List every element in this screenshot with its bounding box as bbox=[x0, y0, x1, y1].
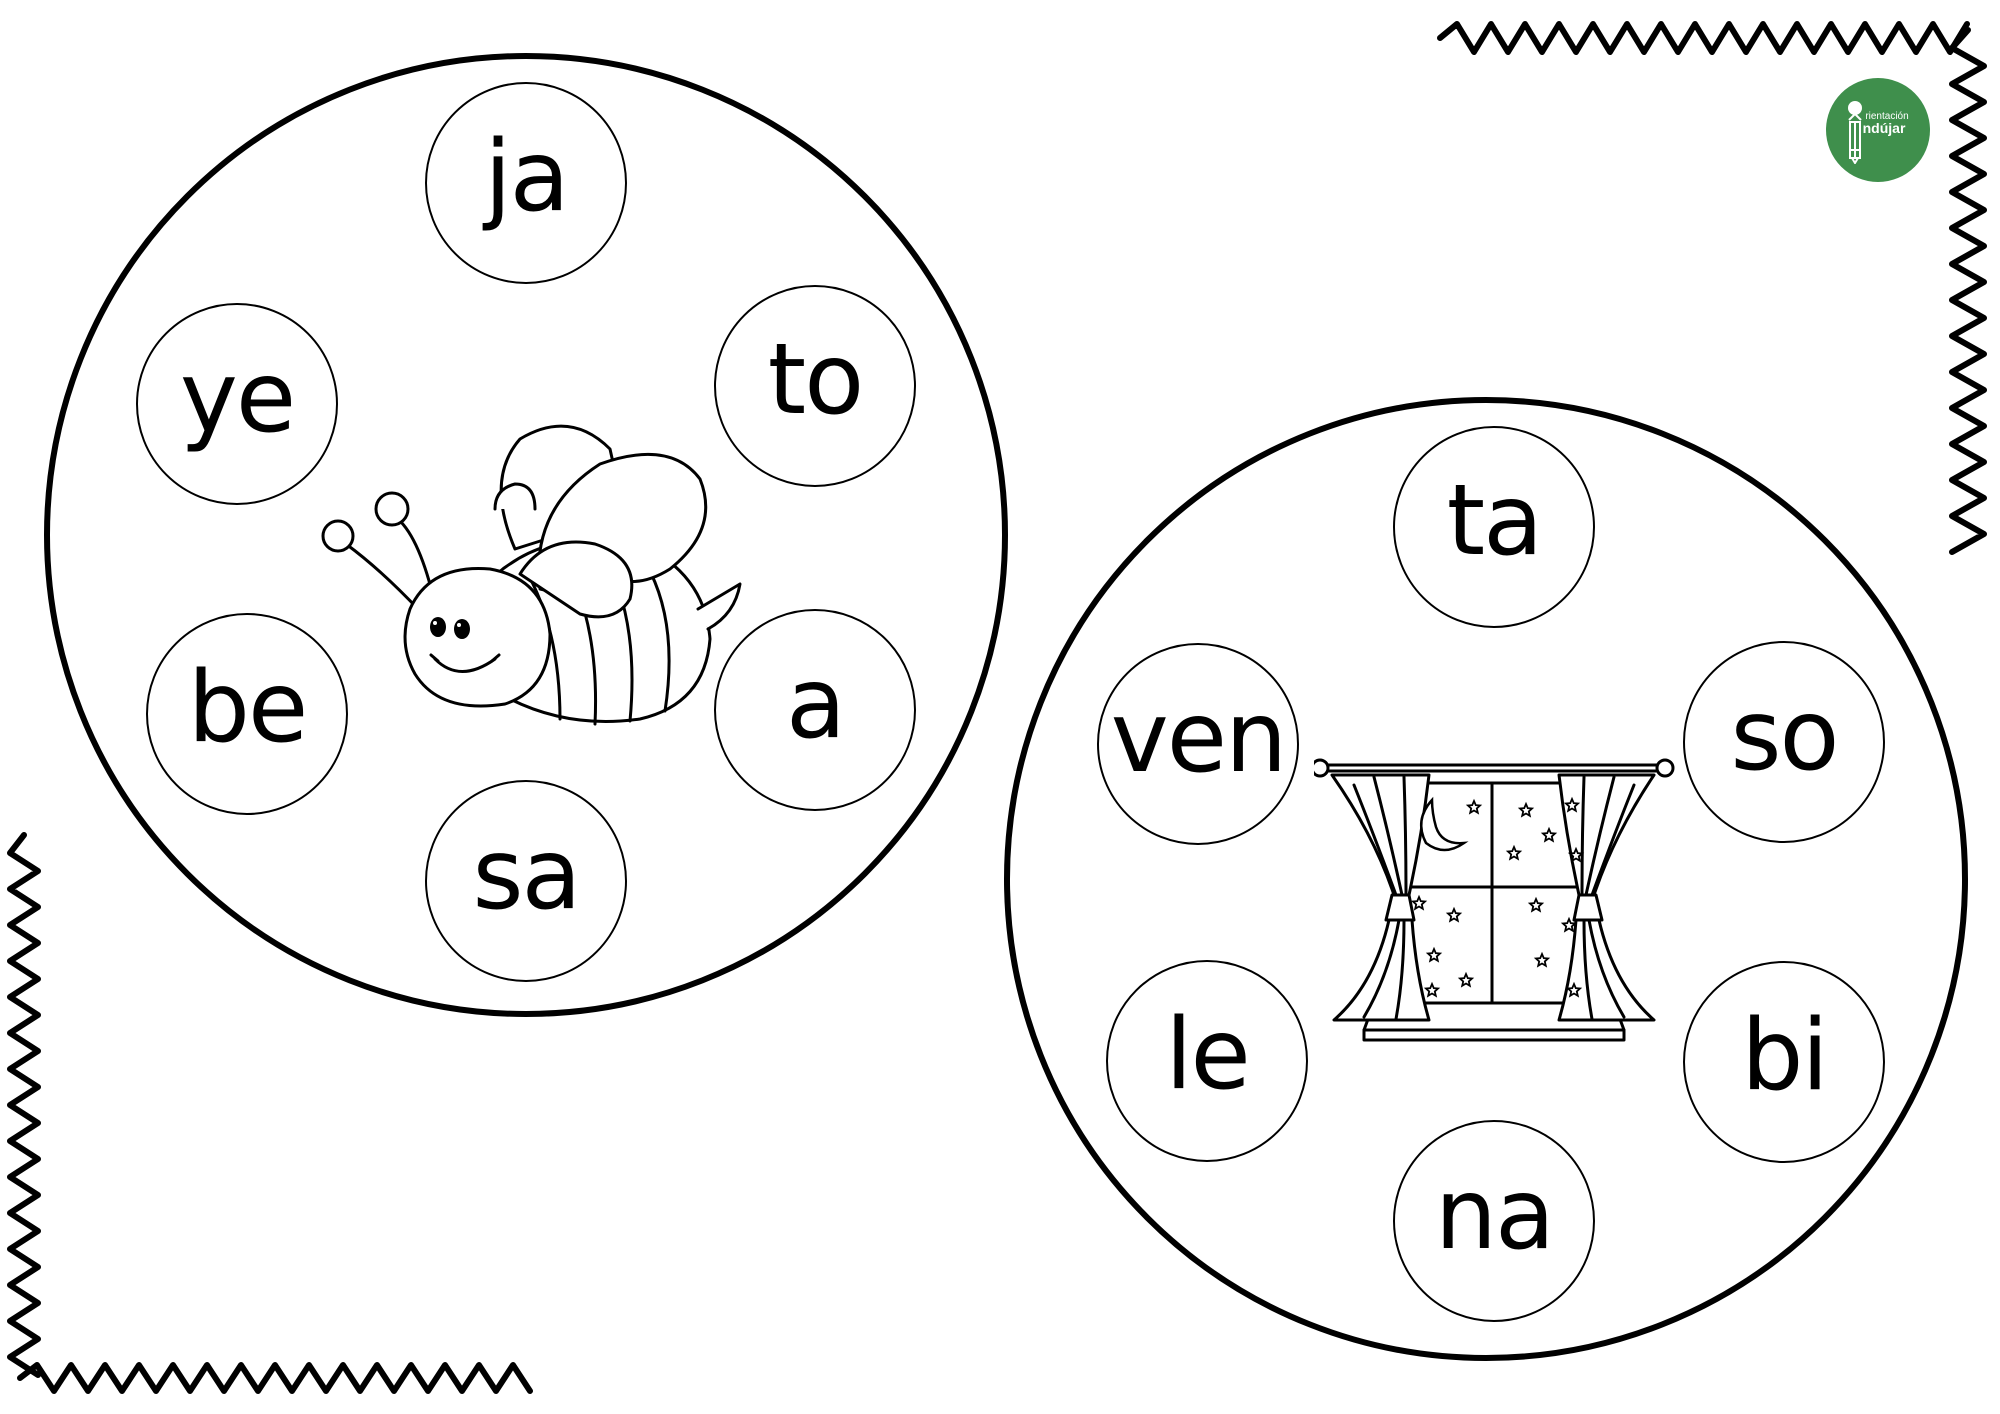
syllable-circle[interactable]: to bbox=[714, 285, 916, 487]
star-icon bbox=[1423, 981, 1441, 998]
star-icon bbox=[1567, 846, 1585, 863]
bee-icon bbox=[321, 424, 742, 726]
syllable-circle[interactable]: a bbox=[714, 609, 916, 811]
syllable-circle[interactable]: sa bbox=[425, 780, 627, 982]
syllable-circle[interactable]: ta bbox=[1393, 426, 1595, 628]
star-icon bbox=[1445, 906, 1463, 923]
star-icon bbox=[1465, 798, 1483, 815]
syllable-circle[interactable]: na bbox=[1393, 1120, 1595, 1322]
star-icon bbox=[1517, 801, 1535, 818]
syllable-circle[interactable]: ven bbox=[1097, 643, 1299, 845]
star-icon bbox=[1565, 981, 1583, 998]
star-icon bbox=[1560, 916, 1578, 933]
star-icon bbox=[1527, 896, 1545, 913]
syllable-circle[interactable]: bi bbox=[1683, 961, 1885, 1163]
syllable-circle[interactable]: ye bbox=[136, 303, 338, 505]
star-icon bbox=[1410, 894, 1428, 911]
syllable-circle[interactable]: ja bbox=[425, 82, 627, 284]
syllable-wheel-1: ja to a sa be ye bbox=[44, 53, 1008, 1017]
star-icon bbox=[1457, 971, 1475, 988]
syllable-circle[interactable]: so bbox=[1683, 641, 1885, 843]
logo-text-line1: rientación bbox=[1865, 110, 1909, 122]
syllable-circle[interactable]: be bbox=[146, 613, 348, 815]
star-icon bbox=[1505, 844, 1523, 861]
star-icon bbox=[1563, 796, 1581, 813]
logo-badge: rientación ndújar bbox=[1826, 78, 1930, 182]
star-icon bbox=[1540, 826, 1558, 843]
star-icon bbox=[1425, 946, 1443, 963]
logo-text-line2: ndújar bbox=[1862, 119, 1906, 136]
pencil-icon bbox=[1848, 101, 1862, 164]
star-icon bbox=[1533, 951, 1551, 968]
syllable-wheel-2: ta so bi na le ven bbox=[1004, 397, 1968, 1361]
window-icon bbox=[1314, 758, 1675, 1042]
syllable-circle[interactable]: le bbox=[1106, 960, 1308, 1162]
